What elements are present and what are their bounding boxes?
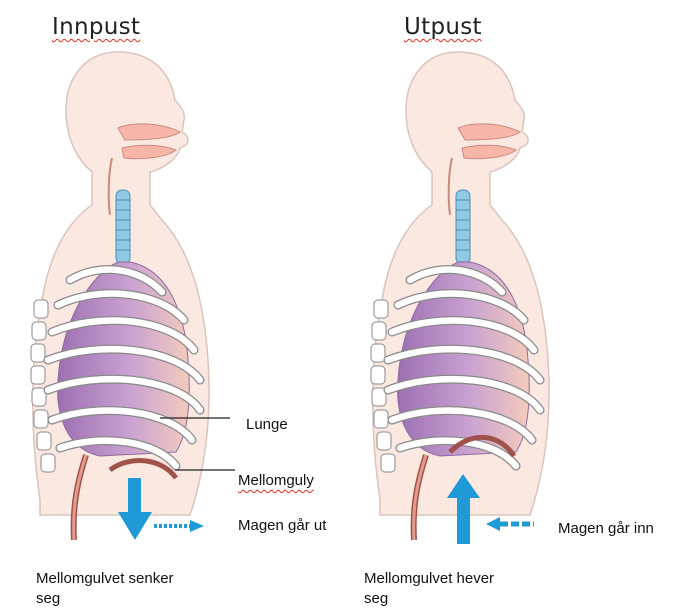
exhale-figure — [371, 52, 549, 544]
arrow-right-dotted-icon — [154, 520, 204, 532]
stomach-in-label: Magen går inn — [558, 520, 654, 537]
exhale-caption: Mellomgulvet hever seg — [364, 566, 564, 612]
inhale-caption: Mellomgulvet senker seg — [36, 566, 236, 612]
stomach-out-label: Magen går ut — [238, 517, 326, 534]
inhale-title: Innpust — [52, 14, 140, 40]
lung-label: Lunge — [246, 416, 288, 433]
diaphragm-label: Mellomguly — [238, 472, 314, 489]
exhale-title: Utpust — [404, 14, 482, 40]
inhale-figure — [31, 52, 209, 540]
arrow-left-dashed-icon — [486, 517, 534, 531]
